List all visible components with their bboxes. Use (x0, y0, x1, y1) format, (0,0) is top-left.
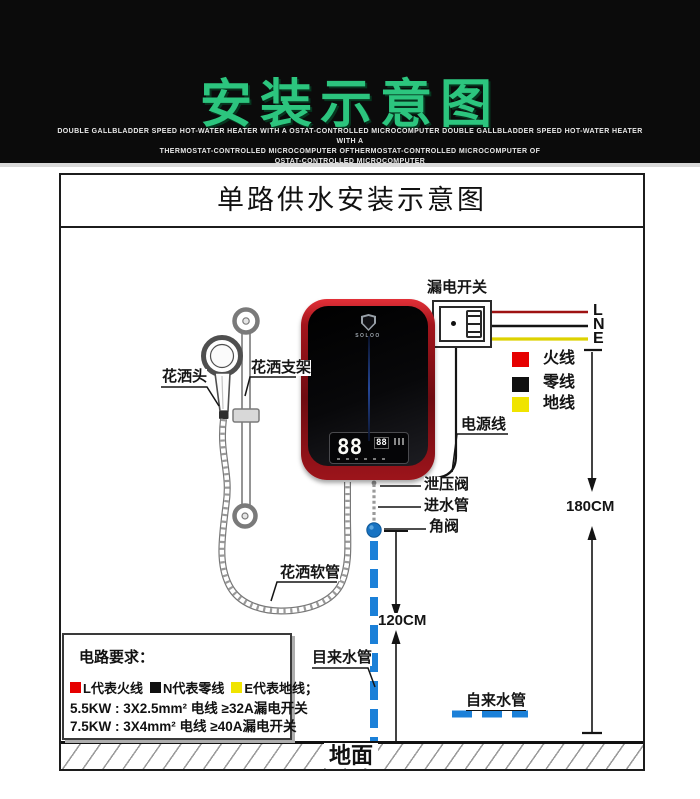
power-cord-leader (451, 433, 508, 473)
dim-180-label: 180CM (566, 498, 615, 515)
banner-subtitle-line: OSTAT-CONTROLLED MICROCOMPUTER (274, 158, 426, 165)
tap-water-label: 自来水管 (466, 692, 527, 711)
circuit-requirements-box: 电路要求： L代表火线 N代表零线 E代表地线； 5.5KW : 3X2.5mm… (62, 633, 318, 740)
rail-top-mount-hole (242, 317, 250, 325)
shower-hose-body (219, 418, 351, 614)
display-temperature: 88 (337, 435, 363, 459)
rail-bottom-mount-hole (241, 512, 249, 520)
legend-label-earth: 地线 (543, 395, 576, 412)
hose-connector (219, 411, 229, 419)
header-banner: 安装示意图 DOUBLE GALLBLADDER SPEED HOT-WATER… (0, 0, 700, 167)
leakage-switch-label: 漏电开关 (427, 279, 488, 296)
banner-subtitle-line: THERMOSTAT-CONTROLLED MICROCOMPUTER OFTH… (159, 148, 541, 155)
leakage-switch-inner (439, 306, 485, 342)
brand-name: SOLOO (355, 333, 381, 339)
diagram-title: 单路供水安装示意图 (61, 175, 643, 228)
switch-indicator-dot (451, 321, 456, 326)
display-icons (394, 438, 404, 445)
page-title: 安装示意图 (199, 76, 500, 134)
angle-valve-dot (366, 522, 382, 538)
req-legend-live-text: L代表火线 (83, 681, 143, 696)
req-swatch-earth (231, 682, 243, 693)
shower-bracket-leader (244, 376, 296, 397)
wire-label-n: N (593, 316, 605, 333)
shower-hose-label: 花洒软管 (280, 564, 341, 581)
requirements-title: 电路要求： (79, 649, 155, 666)
requirement-line-75kw: 7.5KW : 3X4mm² 电线 ≥40A漏电开关 (70, 719, 297, 734)
inlet-pipe-label: 进水管 (424, 497, 470, 514)
req-legend-earth-text: E代表地线； (244, 681, 319, 696)
banner-subtitle: DOUBLE GALLBLADDER SPEED HOT-WATER HEATE… (50, 127, 650, 167)
dim-180-down-arrow (587, 478, 597, 492)
dim-120-label: 120CM (378, 612, 427, 629)
leakage-switch-box (432, 300, 492, 348)
brand-shield-inner (363, 316, 374, 329)
brand-shield-icon (361, 314, 376, 331)
switch-toggle (466, 310, 482, 338)
wire-label-e: E (593, 330, 604, 347)
shower-head-label: 花洒头 (162, 368, 208, 385)
ground-hatch-band: 地面 (61, 741, 643, 769)
dim-180-up-arrow (587, 526, 597, 540)
display-secondary: 88 (374, 437, 389, 449)
power-cord-label: 电源线 (461, 416, 507, 433)
legend-swatch-neutral (512, 377, 529, 392)
shower-head-leader (161, 386, 220, 407)
req-legend-live: L代表火线 (70, 678, 143, 697)
banner-subtitle-line: DOUBLE GALLBLADDER SPEED HOT-WATER HEATE… (57, 128, 643, 145)
ground-label: 地面 (324, 743, 379, 768)
rail-slider-bracket (232, 408, 260, 423)
dim-120-down-arrow (391, 604, 401, 618)
display-tick-marks (337, 458, 389, 460)
shower-head-face (209, 343, 235, 369)
tap-water-main-label: 目来水管 (312, 649, 373, 666)
power-cord-line (433, 346, 458, 480)
angle-valve-shine (369, 525, 374, 530)
angle-valve-label: 角阀 (429, 518, 460, 535)
legend-label-neutral: 零线 (543, 374, 576, 391)
req-swatch-live (70, 682, 81, 693)
req-legend-neutral-text: N代表零线 (162, 681, 225, 696)
legend-label-live: 火线 (543, 350, 576, 367)
relief-valve-label: 泄压阀 (424, 476, 470, 493)
req-legend-neutral: N代表零线 (149, 678, 225, 697)
wire-label-l: L (593, 302, 603, 319)
req-legend-earth: E代表地线； (231, 678, 318, 697)
tap-water-main-leader (312, 667, 376, 688)
heater-display: 88 88 (329, 432, 409, 464)
legend-swatch-live (512, 352, 529, 367)
handle-streak (221, 375, 224, 410)
requirements-legend: L代表火线 N代表零线 E代表地线； (70, 678, 318, 697)
water-heater: SOLOO 88 88 (301, 299, 435, 480)
legend-swatch-earth (512, 397, 529, 412)
dim-120-up-arrow (391, 630, 401, 644)
shower-bracket-label: 花洒支架 (251, 359, 312, 376)
req-swatch-neutral (149, 682, 161, 693)
heater-front-panel: SOLOO 88 88 (308, 306, 428, 466)
requirement-line-55kw: 5.5KW : 3X2.5mm² 电线 ≥32A漏电开关 (70, 701, 308, 716)
shower-hose-leader (270, 581, 337, 602)
